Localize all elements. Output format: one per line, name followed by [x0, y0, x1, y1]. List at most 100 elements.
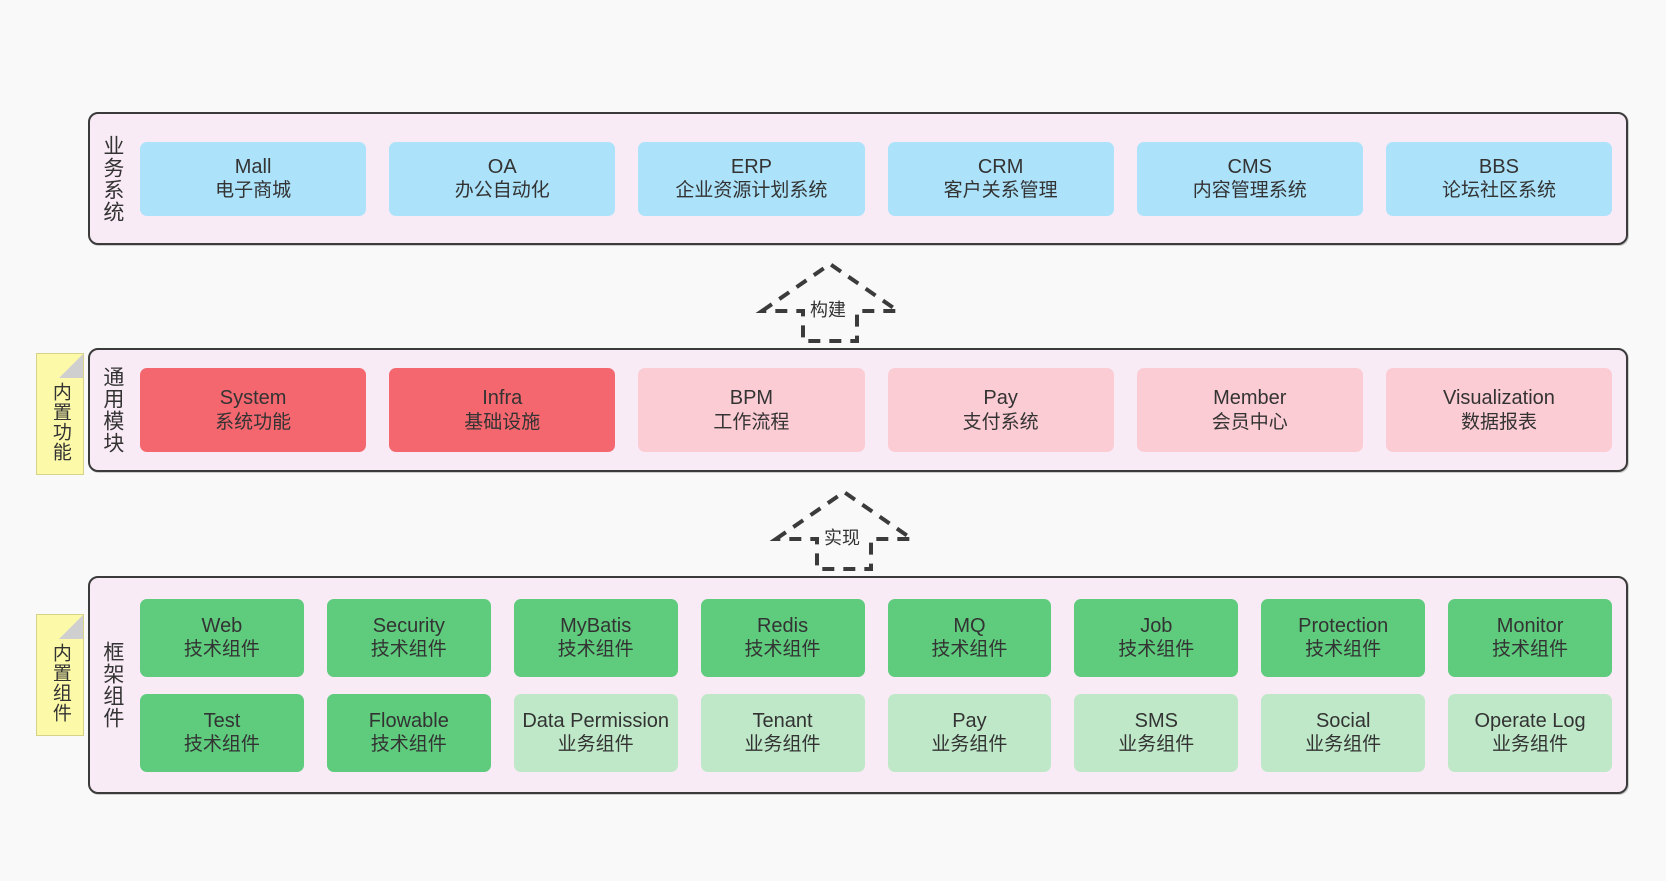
node-member-en: Member: [1213, 387, 1287, 410]
node-bbs-cn: 论坛社区系统: [1441, 180, 1556, 202]
node-crm-cn: 客户关系管理: [943, 180, 1058, 202]
framework-business-row: Test 技术组件 Flowable 技术组件 Data Permission …: [140, 693, 1612, 772]
connector-build-arrow: 构建: [755, 259, 905, 344]
node-redis[interactable]: Redis 技术组件: [700, 598, 865, 677]
node-security-cn: 技术组件: [370, 639, 447, 661]
node-mall-cn: 电子商城: [215, 180, 292, 202]
node-cms-cn: 内容管理系统: [1192, 180, 1307, 202]
node-web[interactable]: Web 技术组件: [140, 598, 304, 677]
node-monitor-en: Monitor: [1496, 614, 1564, 637]
node-member[interactable]: Member 会员中心: [1136, 368, 1363, 452]
node-data-permission[interactable]: Data Permission 业务组件: [513, 693, 678, 772]
node-mq[interactable]: MQ 技术组件: [887, 598, 1052, 677]
node-cms-en: CMS: [1227, 155, 1272, 178]
connector-implement-arrow: 实现: [769, 487, 919, 572]
node-flowable-en: Flowable: [368, 709, 449, 732]
node-visualization[interactable]: Visualization 数据报表: [1385, 368, 1613, 452]
layer-common-modules-title: 通用模块: [100, 366, 124, 454]
node-tenant-en: Tenant: [752, 709, 813, 732]
node-bbs[interactable]: BBS 论坛社区系统: [1385, 141, 1613, 216]
node-data-permission-en: Data Permission: [522, 709, 670, 732]
node-protection[interactable]: Protection 技术组件: [1261, 598, 1426, 677]
note-builtin-component-text: 内置组件: [49, 643, 71, 723]
node-pay-module[interactable]: Pay 支付系统: [887, 368, 1114, 452]
node-job-en: Job: [1140, 614, 1173, 637]
node-protection-en: Protection: [1298, 614, 1389, 637]
node-operate-log[interactable]: Operate Log 业务组件: [1448, 693, 1612, 772]
node-oa-cn: 办公自动化: [454, 180, 550, 202]
node-tenant-cn: 业务组件: [744, 734, 821, 756]
node-social-cn: 业务组件: [1305, 734, 1382, 756]
node-pay-component-en: Pay: [952, 709, 987, 732]
node-test[interactable]: Test 技术组件: [140, 693, 304, 772]
node-test-cn: 技术组件: [183, 734, 260, 756]
node-mall-en: Mall: [234, 155, 272, 178]
node-bpm[interactable]: BPM 工作流程: [638, 368, 865, 452]
node-member-cn: 会员中心: [1211, 411, 1288, 433]
node-system-en: System: [219, 387, 287, 410]
note-builtin-component: 内置组件: [36, 614, 84, 736]
framework-tech-row: Web 技术组件 Security 技术组件 MyBatis 技术组件 Redi…: [140, 598, 1612, 677]
node-bpm-cn: 工作流程: [713, 411, 790, 433]
node-web-en: Web: [201, 614, 243, 637]
node-visualization-en: Visualization: [1442, 387, 1555, 410]
node-operate-log-en: Operate Log: [1474, 709, 1586, 732]
node-flowable-cn: 技术组件: [370, 734, 447, 756]
node-erp-cn: 企业资源计划系统: [675, 180, 828, 202]
node-mall[interactable]: Mall 电子商城: [140, 141, 367, 216]
implement-arrow-label: 实现: [824, 528, 860, 548]
node-infra[interactable]: Infra 基础设施: [389, 368, 616, 452]
node-mybatis[interactable]: MyBatis 技术组件: [513, 598, 678, 677]
node-sms[interactable]: SMS 业务组件: [1074, 693, 1239, 772]
node-pay-component-cn: 业务组件: [931, 734, 1008, 756]
node-protection-cn: 技术组件: [1305, 639, 1382, 661]
build-arrow-label: 构建: [810, 300, 846, 320]
node-redis-en: Redis: [756, 614, 809, 637]
node-infra-cn: 基础设施: [464, 411, 541, 433]
note-builtin-function: 内置功能: [36, 353, 84, 475]
node-data-permission-cn: 业务组件: [557, 734, 634, 756]
business-systems-row: Mall 电子商城 OA 办公自动化 ERP 企业资源计划系统 CRM 客户关系…: [140, 141, 1613, 216]
layer-business-systems-body: Mall 电子商城 OA 办公自动化 ERP 企业资源计划系统 CRM 客户关系…: [134, 114, 1626, 243]
node-system[interactable]: System 系统功能: [140, 368, 367, 452]
layer-framework-components-body: Web 技术组件 Security 技术组件 MyBatis 技术组件 Redi…: [134, 578, 1626, 792]
node-mybatis-cn: 技术组件: [557, 639, 634, 661]
node-redis-cn: 技术组件: [744, 639, 821, 661]
common-modules-row: System 系统功能 Infra 基础设施 BPM 工作流程 Pay 支付系统…: [140, 368, 1613, 452]
node-mybatis-en: MyBatis: [560, 614, 632, 637]
node-visualization-cn: 数据报表: [1460, 411, 1537, 433]
node-job[interactable]: Job 技术组件: [1074, 598, 1239, 677]
implement-arrow-shape: [769, 489, 919, 571]
node-pay-component[interactable]: Pay 业务组件: [887, 693, 1052, 772]
node-crm[interactable]: CRM 客户关系管理: [887, 141, 1114, 216]
build-arrow-shape: [755, 261, 905, 343]
node-infra-en: Infra: [482, 387, 523, 410]
node-erp-en: ERP: [730, 155, 772, 178]
layer-framework-components: 框架组件 Web 技术组件 Security 技术组件 MyBatis 技术组件…: [88, 576, 1628, 794]
node-mq-en: MQ: [953, 614, 986, 637]
layer-business-systems-title: 业务系统: [100, 134, 124, 223]
node-social-en: Social: [1315, 709, 1371, 732]
node-bbs-en: BBS: [1478, 155, 1519, 178]
node-web-cn: 技术组件: [183, 639, 260, 661]
node-cms[interactable]: CMS 内容管理系统: [1136, 141, 1363, 216]
node-erp[interactable]: ERP 企业资源计划系统: [638, 141, 865, 216]
node-test-en: Test: [203, 709, 241, 732]
node-monitor[interactable]: Monitor 技术组件: [1448, 598, 1612, 677]
node-bpm-en: BPM: [729, 387, 774, 410]
node-social[interactable]: Social 业务组件: [1261, 693, 1426, 772]
note-builtin-function-text: 内置功能: [49, 382, 71, 462]
node-security[interactable]: Security 技术组件: [326, 598, 491, 677]
layer-common-modules: 通用模块 System 系统功能 Infra 基础设施 BPM 工作流程 Pay: [88, 348, 1628, 472]
node-operate-log-cn: 业务组件: [1492, 734, 1569, 756]
node-oa-en: OA: [487, 155, 517, 178]
node-security-en: Security: [372, 614, 445, 637]
layer-common-modules-body: System 系统功能 Infra 基础设施 BPM 工作流程 Pay 支付系统…: [134, 350, 1626, 470]
node-oa[interactable]: OA 办公自动化: [389, 141, 616, 216]
node-flowable[interactable]: Flowable 技术组件: [326, 693, 491, 772]
node-monitor-cn: 技术组件: [1492, 639, 1569, 661]
node-tenant[interactable]: Tenant 业务组件: [700, 693, 865, 772]
node-sms-en: SMS: [1134, 709, 1178, 732]
layer-framework-components-title: 框架组件: [100, 641, 124, 729]
